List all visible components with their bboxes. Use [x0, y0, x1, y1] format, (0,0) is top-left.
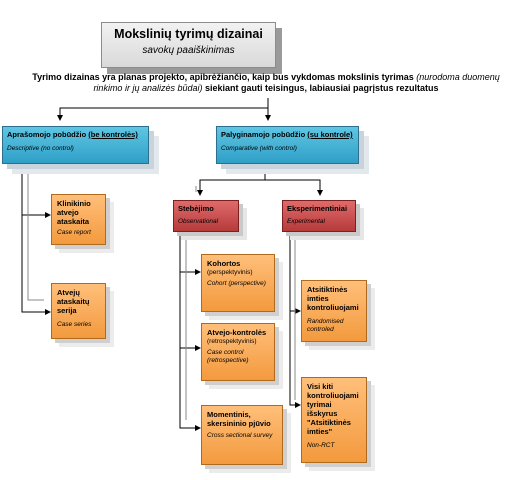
rct-box: Atsitiktinės imties kontroliuojami Rando…	[301, 280, 367, 342]
case-report-title: Klinikinio atvejo ataskaita	[57, 199, 91, 226]
case-report-subtitle: Case report	[57, 229, 91, 236]
intro-part2: siekiant gauti teisingus, labiausiai pag…	[202, 83, 439, 93]
case-series-subtitle: Case series	[57, 321, 92, 328]
experimental-box: Eksperimentiniai Experimental	[282, 200, 356, 232]
intro-text: Tyrimo dizainas yra planas projekto, api…	[20, 72, 512, 94]
rct-subtitle: Randomised controled	[307, 318, 344, 333]
comparative-title: Palyginamojo pobūdžio (su kontrole)	[221, 130, 353, 139]
observational-title: Stebėjimo	[178, 204, 214, 213]
case-control-title: Atvejo-kontrolės	[207, 328, 267, 337]
page-title: Mokslinių tyrimų dizainai	[114, 27, 263, 41]
cohort-paren: (perspektyvinis)	[207, 269, 253, 276]
page-subtitle: savokų paaiškinimas	[142, 45, 235, 56]
observational-box: Stebėjimo Observational	[173, 200, 239, 232]
cohort-box: Kohortos (perspektyvinis) Cohort (perspe…	[201, 254, 275, 312]
descriptive-connector	[21, 170, 51, 315]
descriptive-title: Aprašomojo pobūdžio (be kontrolės)	[7, 130, 138, 139]
rct-title: Atsitiktinės imties kontroliuojami	[307, 285, 359, 312]
descriptive-box: Aprašomojo pobūdžio (be kontrolės) Descr…	[2, 126, 149, 164]
title-box: Mokslinių tyrimų dizainai savokų paaiški…	[101, 22, 276, 68]
non-rct-title: Visi kiti kontroliuojami tyrimai išskyru…	[307, 382, 359, 436]
cross-sectional-subtitle: Cross sectional survey	[207, 432, 273, 439]
experimental-title: Eksperimentiniai	[287, 204, 348, 213]
intro-part1: Tyrimo dizainas yra planas projekto, api…	[32, 72, 417, 82]
top-branch-connector	[57, 98, 271, 121]
experimental-subtitle: Experimental	[287, 218, 325, 225]
case-control-paren: (retrospektyvinis)	[207, 338, 257, 345]
comparative-subtitle: Comparative (with control)	[221, 145, 297, 152]
comparative-connector	[195, 170, 323, 196]
comparative-box: Palyginamojo pobūdžio (su kontrole) Comp…	[216, 126, 359, 164]
cohort-subtitle: Cohort (perspective)	[207, 280, 266, 287]
cohort-title: Kohortos	[207, 259, 241, 268]
case-series-title: Atvejų ataskaitų serija	[57, 288, 90, 315]
non-rct-box: Visi kiti kontroliuojami tyrimai išskyru…	[301, 377, 367, 463]
cross-sectional-title: Momentinis, skersininio pjūvio	[207, 410, 271, 428]
observational-connector	[179, 236, 201, 431]
case-control-box: Atvejo-kontrolės (retrospektyvinis) Case…	[201, 323, 275, 381]
case-control-subtitle: Case control (retrospective)	[207, 349, 249, 364]
descriptive-subtitle: Descriptive (no control)	[7, 145, 74, 152]
non-rct-subtitle: Non-RCT	[307, 442, 335, 449]
experimental-connector	[289, 236, 301, 408]
case-series-box: Atvejų ataskaitų serija Case series	[51, 283, 106, 339]
observational-subtitle: Observational	[178, 218, 219, 225]
case-report-box: Klinikinio atvejo ataskaita Case report	[51, 194, 106, 245]
cross-sectional-box: Momentinis, skersininio pjūvio Cross sec…	[201, 405, 283, 465]
intro-italic: (nurodoma duomenų rinkimo ir jų analizės…	[93, 72, 500, 93]
